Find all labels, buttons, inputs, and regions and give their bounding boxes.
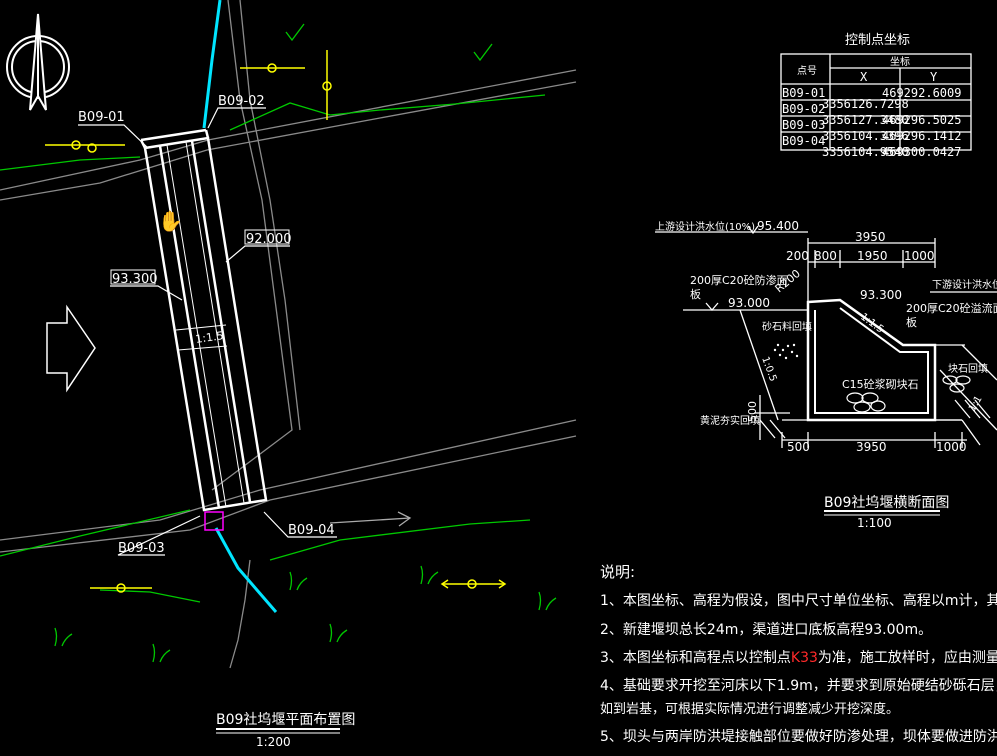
- weir-inner-lines: [166, 141, 245, 508]
- outlet-box: [204, 511, 224, 531]
- river-centerline: [202, 0, 278, 613]
- downstream-arrow-icon: [329, 511, 412, 527]
- terrain-contours: [0, 94, 546, 603]
- c20-right-label-2: 板: [906, 315, 917, 329]
- elev-left: 93.000: [728, 296, 770, 310]
- coord-row-y: 469292.6009: [882, 86, 961, 100]
- dim-500-bottom: 500: [787, 440, 810, 454]
- coord-header-point: 点号: [797, 65, 817, 77]
- plan-scale: 1:200: [256, 735, 291, 749]
- note-2: 2、新建堰坝总长24m，渠道进口底板高程93.00m。: [600, 621, 932, 638]
- plan-title: B09社坞堰平面布置图: [216, 712, 355, 728]
- coord-row-point: B09-01: [782, 86, 825, 100]
- plan-slope: 1:1.5: [195, 329, 225, 346]
- cross-section-view: [655, 225, 997, 448]
- downstream-label: 下游设计洪水位(1: [932, 278, 997, 291]
- c20-left-label: 200厚C20砼防渗面: [690, 273, 788, 287]
- coord-row-y: 469296.1412: [882, 129, 961, 143]
- coord-row-x: 3356104.9540: [822, 145, 909, 159]
- coordinate-table: 控制点坐标 点号 坐标 X Y B09-01 3356126.7298 4692…: [780, 33, 972, 159]
- upstream-label: 上游设计洪水位(10%): [655, 220, 755, 233]
- coord-row-point: B09-02: [782, 102, 825, 116]
- note-3-k33: K33: [791, 650, 818, 666]
- elev-box-left: [110, 269, 156, 285]
- r200-label: R200: [773, 267, 803, 295]
- dim-200: 200: [786, 249, 809, 263]
- label-b09-02: B09-02: [218, 94, 265, 109]
- note-4: 4、基础要求开挖至河床以下1.9m，并要求到原始硬结砂砾石层，经过有关部: [600, 677, 997, 694]
- dim-1000: 1000: [904, 249, 935, 263]
- coord-row-point: B09-04: [782, 134, 825, 148]
- note-3-a: 3、本图坐标和高程点以控制点: [600, 649, 791, 666]
- dim-1000-bottom: 1000: [936, 440, 967, 454]
- c20-left-label-2: 板: [690, 287, 701, 301]
- coord-row-y: 469296.5025: [882, 113, 961, 127]
- note-3: 3、本图坐标和高程点以控制点K33为准，施工放样时，应由测量单位向施工单: [600, 649, 997, 666]
- c15-label: C15砼浆砌块石: [842, 377, 919, 391]
- plan-elev-93300: 93.300: [112, 272, 158, 287]
- coord-header-coord: 坐标: [890, 56, 910, 68]
- leader-lines: [78, 107, 337, 556]
- rock-fill-symbols: [846, 375, 971, 413]
- slope-1-05: 1:0.5: [759, 355, 778, 383]
- dim-1950: 1950: [857, 249, 888, 263]
- coord-row-x: 3356127.3480: [822, 113, 909, 127]
- dim-3950-bottom: 3950: [856, 440, 887, 454]
- hand-cursor-icon: ✋: [158, 209, 183, 233]
- section-scale: 1:100: [857, 516, 892, 530]
- gravel-fill-label: 砂石料回填: [762, 320, 812, 333]
- coord-row-y: 469300.0427: [882, 145, 961, 159]
- c20-right-label: 200厚C20砼溢流面: [906, 301, 997, 315]
- axis-markers: [45, 50, 507, 593]
- riverbank-lines: [0, 0, 577, 669]
- note-3-b: 为准，施工放样时，应由测量单位向施工单: [818, 649, 997, 666]
- coord-header-y: Y: [930, 70, 938, 84]
- note-4b: 如到岩基，可根据实际情况进行调整减少开挖深度。: [600, 701, 899, 717]
- elev-top: 93.300: [860, 288, 902, 302]
- upstream-value: 95.400: [757, 219, 799, 233]
- weir-outline: [139, 128, 268, 512]
- rock-fill-label: 块石回填: [948, 362, 988, 375]
- note-5: 5、坝头与两岸防洪堤接触部位要做好防渗处理，坝体要做进防洪堤内，防止绕坝: [600, 728, 997, 745]
- label-b09-04: B09-04: [288, 523, 335, 538]
- north-arrow-icon: [6, 13, 70, 111]
- vegetation-icons: [54, 23, 557, 663]
- section-title: B09社坞堰横断面图: [824, 495, 949, 511]
- plan-view: ✋: [0, 0, 577, 669]
- gravel-dots: [773, 343, 799, 360]
- notes: 说明: 1、本图坐标、高程为假设，图中尺寸单位坐标、高程以m计，其余以mm计 2…: [600, 563, 997, 745]
- yellow-fill-label: 黄泥夯实回填: [700, 414, 760, 427]
- label-b09-03: B09-03: [118, 541, 165, 556]
- dim-3950-top: 3950: [855, 230, 886, 244]
- coord-table-title: 控制点坐标: [845, 33, 910, 48]
- coord-header-x: X: [860, 70, 868, 84]
- coord-row-point: B09-03: [782, 118, 825, 132]
- flow-arrow-icon: [46, 304, 96, 393]
- coord-row-x: 3356126.7298: [822, 97, 909, 111]
- slope-1-1: 1:1: [967, 394, 985, 413]
- dim-800: 800: [814, 249, 837, 263]
- dim-500-vertical: 500: [746, 401, 759, 422]
- notes-heading: 说明:: [600, 563, 635, 581]
- elev-box-right: [244, 229, 290, 245]
- plan-elev-92000: 92.000: [246, 232, 292, 247]
- label-b09-01: B09-01: [78, 110, 125, 125]
- note-1: 1、本图坐标、高程为假设，图中尺寸单位坐标、高程以m计，其余以mm计: [600, 592, 997, 609]
- coord-row-x: 3356104.3396: [822, 129, 909, 143]
